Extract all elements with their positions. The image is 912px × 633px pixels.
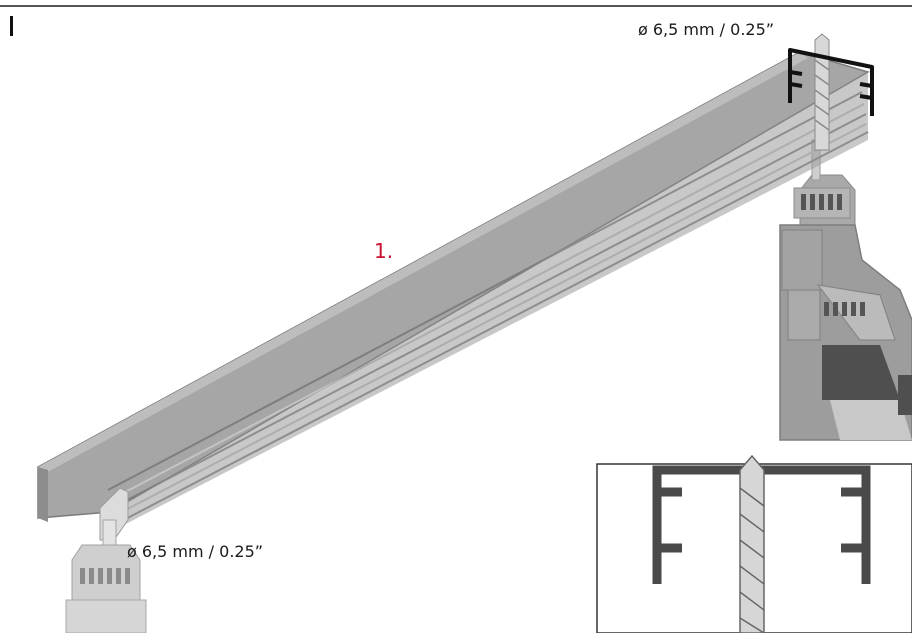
step-number: 1. — [374, 239, 394, 263]
drill-bit-size-label-bottom: ø 6,5 mm / 0.25” — [127, 542, 264, 561]
drill-bit-top — [814, 33, 830, 151]
step-marker — [10, 16, 13, 36]
drill-bit-size-label-top: ø 6,5 mm / 0.25” — [638, 20, 775, 39]
header-rule — [0, 5, 912, 7]
profile-end-outline — [788, 48, 874, 116]
rail-profile — [37, 51, 870, 528]
drill-bottom-left — [65, 487, 147, 633]
drill-top-right — [779, 139, 912, 441]
detail-inset — [596, 454, 912, 633]
